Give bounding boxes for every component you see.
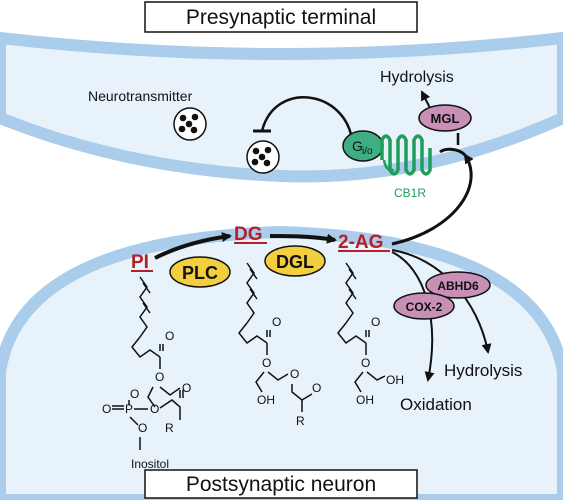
postsynaptic-hydrolysis-label: Hydrolysis (444, 361, 522, 380)
svg-text:O: O (312, 381, 321, 395)
vesicle-icon (173, 107, 207, 141)
pi-label: PI (131, 252, 149, 273)
mgl-label: MGL (431, 111, 460, 126)
svg-text:O: O (182, 381, 191, 395)
svg-text:O: O (138, 421, 147, 435)
cb1r-receptor-icon (380, 134, 432, 176)
presynaptic-label-box: Presynaptic terminal (144, 1, 418, 33)
svg-text:OH: OH (386, 373, 404, 387)
svg-text:O: O (165, 329, 174, 343)
svg-text:O: O (371, 315, 380, 329)
svg-text:O: O (290, 367, 299, 381)
inhibition-arrow (260, 96, 354, 141)
pi-molecule-structure: O O O O P O O O R Inositol (102, 276, 191, 471)
svg-text:O: O (130, 387, 139, 401)
presynaptic-hydrolysis-label: Hydrolysis (380, 69, 454, 86)
hydrolysis-arrow (421, 90, 431, 109)
svg-text:R: R (296, 414, 305, 428)
neurotransmitter-label: Neurotransmitter (88, 88, 193, 104)
svg-text:O: O (150, 402, 159, 416)
svg-text:O: O (361, 356, 370, 370)
two-ag-label: 2-AG (338, 232, 383, 253)
vesicle-icon (246, 140, 280, 174)
oxidation-label: Oxidation (400, 395, 472, 414)
presynaptic-membrane (0, 31, 563, 183)
mgl-enzyme: MGL (418, 104, 472, 132)
cox2-label: COX-2 (406, 300, 443, 314)
abhd6-label: ABHD6 (437, 279, 479, 293)
dg-label: DG (234, 224, 263, 245)
gio-subscript: i/o (362, 146, 373, 157)
plc-enzyme: PLC (169, 256, 231, 288)
cox2-enzyme: COX-2 (393, 292, 455, 320)
svg-text:OH: OH (257, 393, 275, 407)
gio-protein: G i/o (342, 130, 384, 162)
svg-text:O: O (155, 370, 164, 384)
presynaptic-label: Presynaptic terminal (186, 6, 376, 29)
svg-text:O: O (262, 356, 271, 370)
plc-label: PLC (182, 263, 218, 283)
gio-label: G (352, 138, 363, 154)
cb1r-arrow-tail (439, 147, 467, 157)
two-ag-molecule-structure: O O OH OH (337, 262, 404, 407)
svg-text:O: O (102, 402, 111, 416)
postsynaptic-label: Postsynaptic neuron (186, 473, 376, 496)
dgl-enzyme: DGL (264, 245, 326, 277)
dgl-label: DGL (276, 252, 314, 272)
svg-text:R: R (165, 421, 174, 435)
svg-text:OH: OH (356, 393, 374, 407)
dg-to-2ag-arrow (269, 233, 337, 244)
inositol-label: Inositol (131, 457, 169, 471)
cb1r-label: CB1R (394, 186, 426, 200)
dg-molecule-structure: O O OH O O R (238, 262, 321, 428)
pi-to-dg-arrow (154, 232, 232, 260)
svg-text:O: O (272, 315, 281, 329)
postsynaptic-label-box: Postsynaptic neuron (144, 469, 418, 499)
two-ag-to-cb1r-arrow (391, 153, 474, 246)
abhd6-enzyme: ABHD6 (425, 271, 491, 299)
svg-text:P: P (125, 402, 133, 416)
